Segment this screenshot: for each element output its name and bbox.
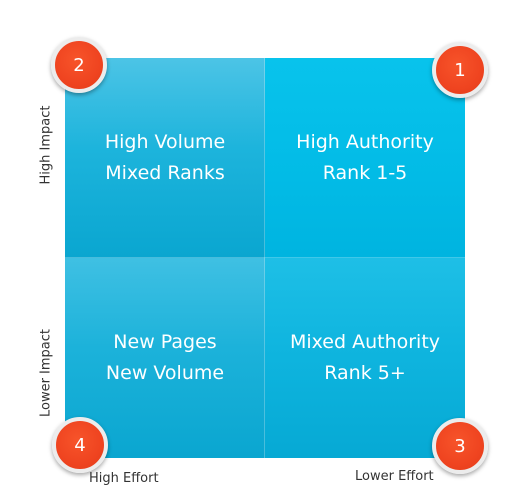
x-axis-label-high-effort: High Effort [89,471,159,486]
quadrant-high-authority-rank-1-5: High Authority Rank 1-5 [265,58,465,258]
horizontal-divider [65,257,465,258]
quadrant-label-line1: Mixed Authority [289,331,441,353]
quadrant-label-line1: New Pages [113,331,217,353]
quadrant-label-line1: High Volume [104,131,226,153]
quadrant-high-volume-mixed-ranks: High Volume Mixed Ranks [65,58,265,258]
quadrant-mixed-authority-rank-5-plus: Mixed Authority Rank 5+ [265,258,465,458]
x-axis-label-lower-effort: Lower Effort [355,469,434,484]
quadrant-label-line2: Mixed Ranks [105,162,225,184]
badge-priority-1: 1 [432,42,488,98]
badge-priority-3: 3 [432,418,488,474]
y-axis-label-high-impact: High Impact [38,105,54,185]
quadrant-label-line1: High Authority [296,131,434,153]
badge-priority-2: 2 [51,37,107,93]
quadrant-label-line2: Rank 5+ [324,362,406,384]
vertical-divider [264,58,265,458]
quadrant-label-line2: Rank 1-5 [322,162,408,184]
badge-priority-4: 4 [52,417,108,473]
y-axis-label-lower-impact: Lower Impact [38,328,54,418]
quadrant-label-line2: New Volume [105,362,225,384]
